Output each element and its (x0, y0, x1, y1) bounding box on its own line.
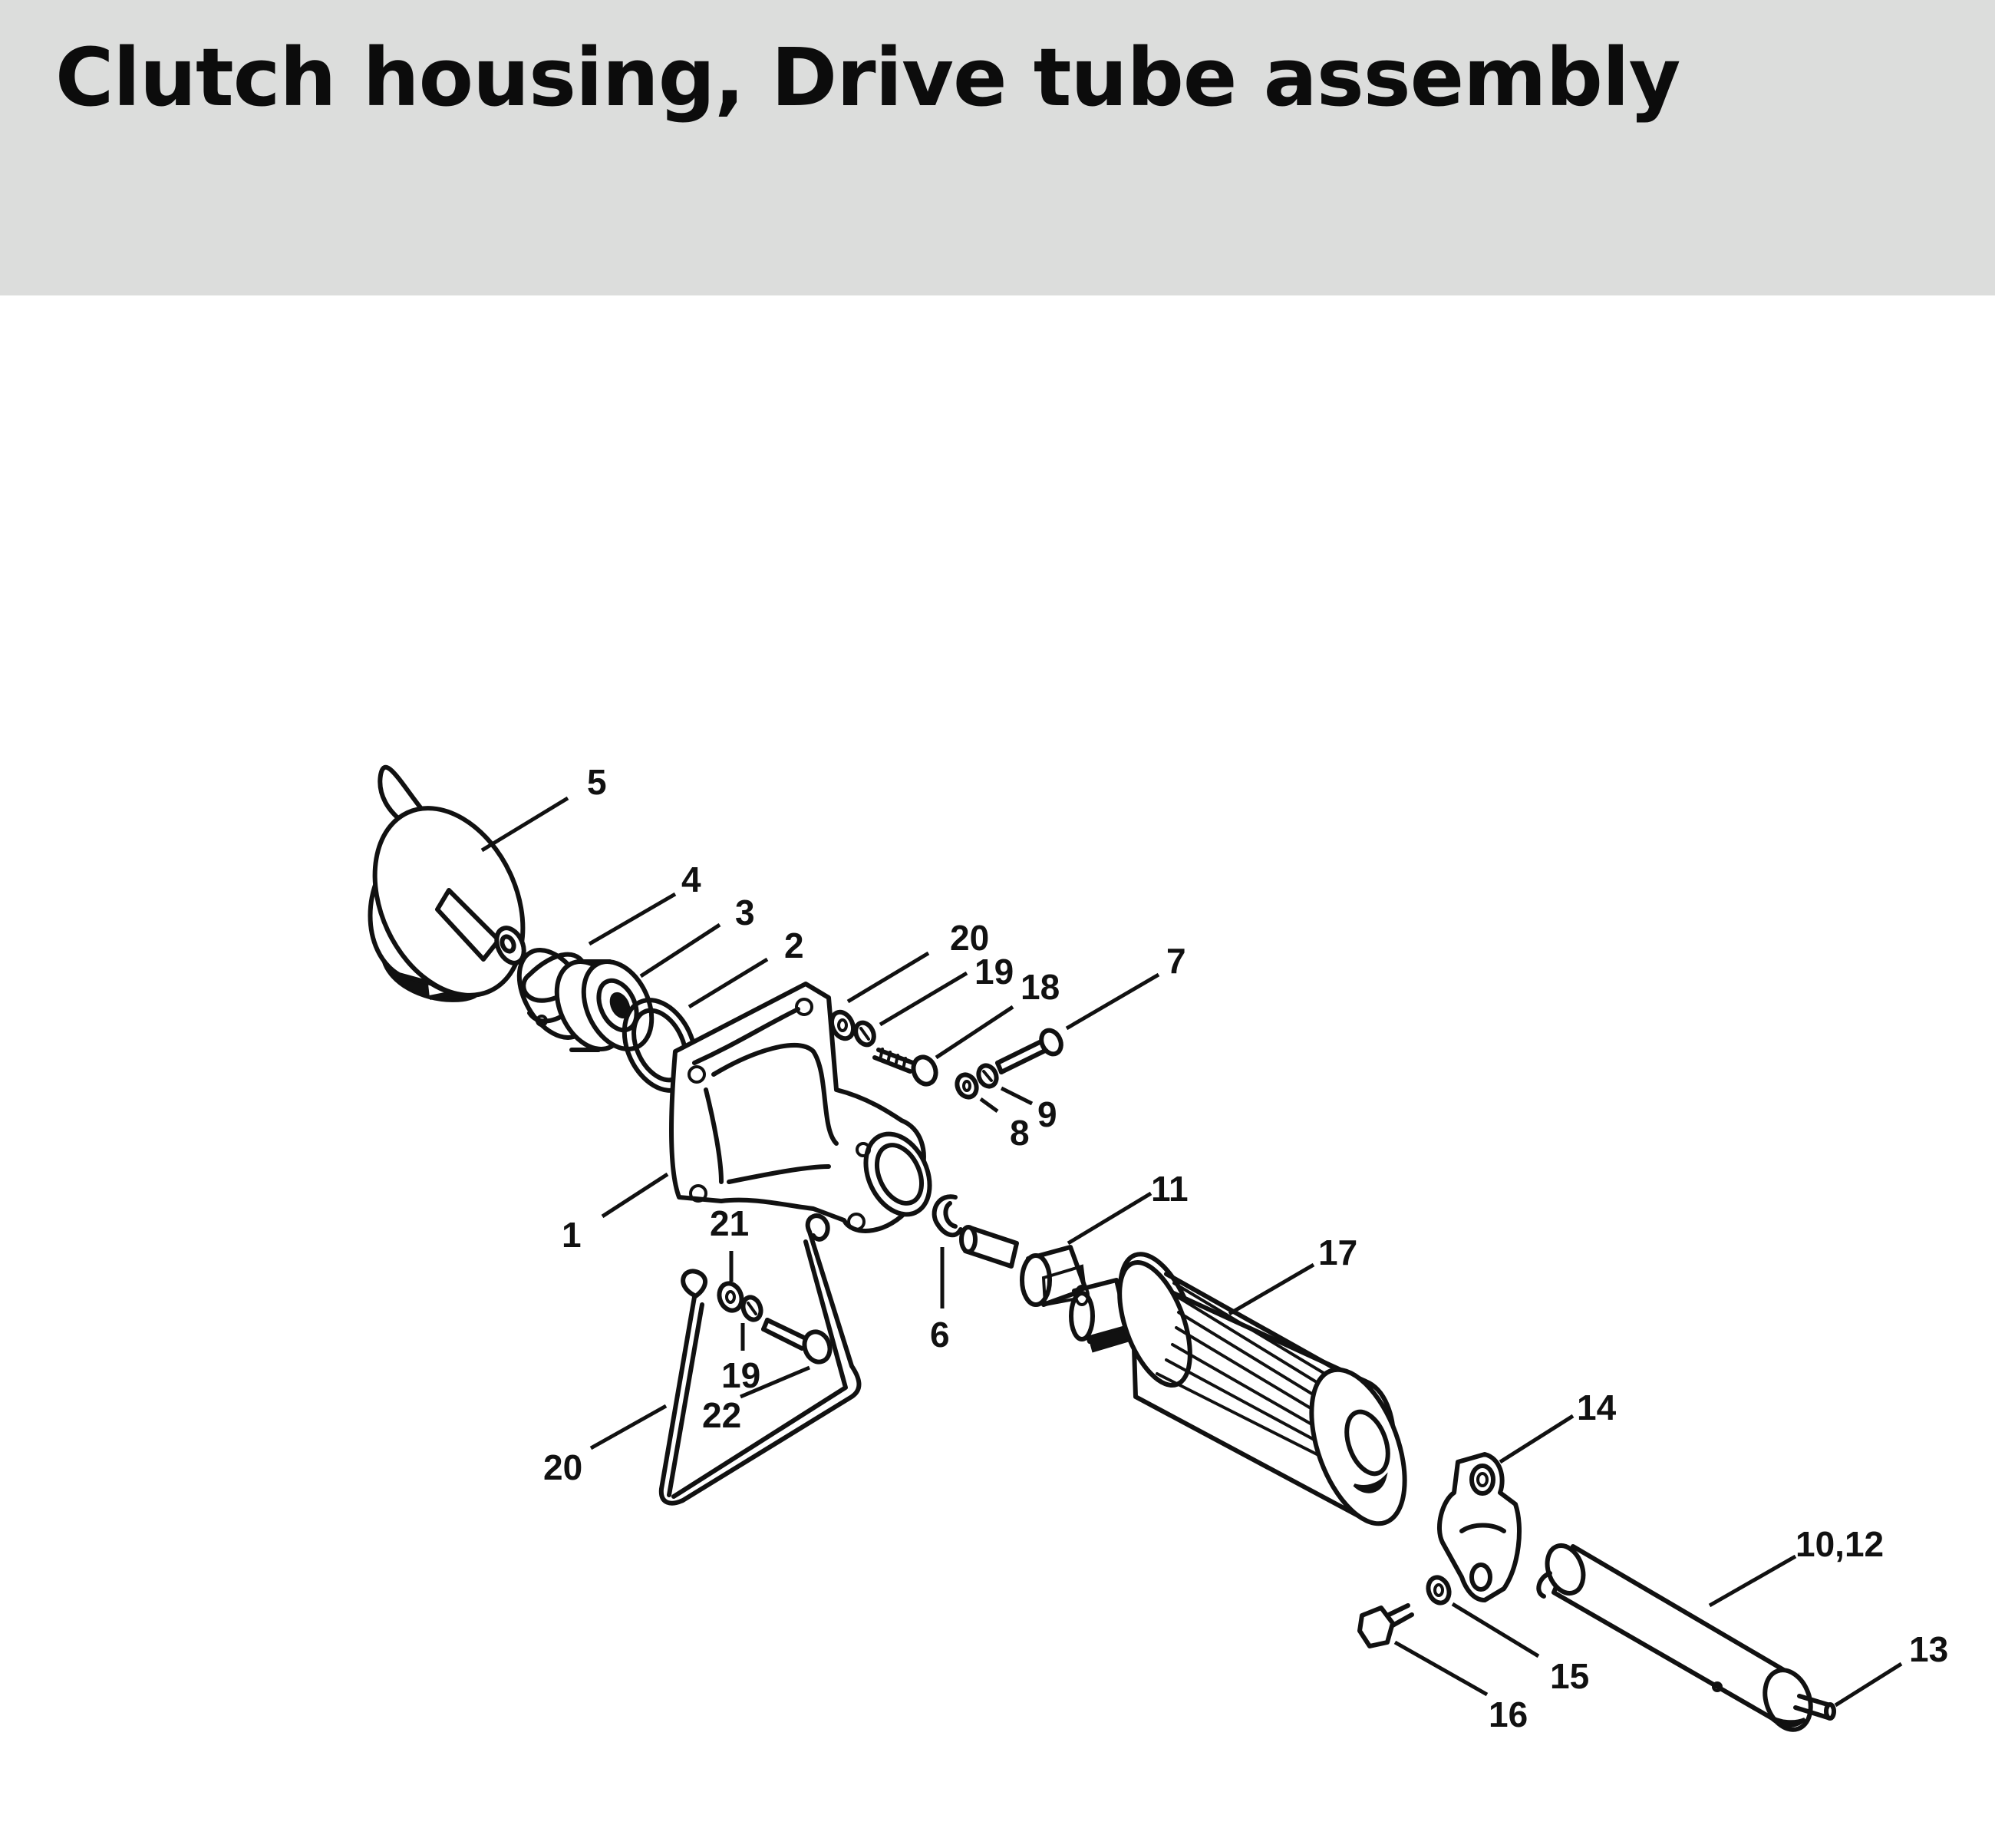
part-5-clutch-drum (368, 765, 526, 1002)
callout-20-upper: 20 (950, 918, 989, 958)
callout-6: 6 (930, 1315, 950, 1355)
header-bar: Clutch housing, Drive tube assembly (0, 0, 1995, 295)
callout-20-lower: 21 (710, 1203, 749, 1243)
callout-labels: 5 4 3 2 20 19 18 7 9 8 1 21 6 11 17 19 2… (543, 762, 1948, 1734)
callout-21: 20 (543, 1447, 582, 1487)
callout-9: 9 (1037, 1094, 1057, 1134)
callout-17: 17 (1318, 1233, 1357, 1272)
part-11-coupling-sleeve (1020, 1245, 1132, 1353)
callout-7: 7 (1166, 941, 1186, 981)
callout-5: 5 (587, 762, 607, 802)
part-22-bolt (761, 1318, 833, 1365)
part-9-lock-washer (976, 1063, 999, 1089)
part-16-bolt (1357, 1603, 1414, 1648)
callout-16: 16 (1489, 1695, 1528, 1734)
part-18-screw (872, 1048, 938, 1087)
callout-10-12: 10,12 (1796, 1524, 1884, 1564)
callout-19-upper: 19 (974, 952, 1014, 992)
part-15-washer (1426, 1575, 1452, 1605)
callout-18: 18 (1021, 967, 1060, 1007)
part-7-bolt (995, 1028, 1063, 1074)
callout-15: 15 (1550, 1656, 1589, 1696)
part-1-clutch-housing (669, 982, 932, 1233)
part-21-hanger-strap (658, 1213, 862, 1506)
part-6-circlip (932, 1194, 963, 1238)
part-3-ball-bearing (554, 959, 655, 1052)
leader-lines (480, 796, 1903, 1708)
callout-19-lower: 19 (721, 1355, 760, 1395)
callout-2: 2 (784, 926, 804, 965)
callout-3: 3 (735, 893, 755, 932)
part-20-washer-lower (717, 1281, 744, 1313)
callout-8: 8 (1010, 1113, 1030, 1153)
callout-11: 11 (1151, 1169, 1189, 1209)
part-10-12-drive-tube (1536, 1543, 1813, 1732)
part-14-clamp (1437, 1452, 1522, 1602)
callout-13: 13 (1909, 1629, 1948, 1669)
callout-14: 14 (1577, 1388, 1617, 1427)
part-19-lock-washer-upper (853, 1020, 876, 1048)
callout-4: 4 (681, 860, 701, 899)
page-title: Clutch housing, Drive tube assembly (55, 31, 1680, 124)
part-19-lock-washer-lower (740, 1295, 763, 1322)
callout-1: 1 (562, 1215, 582, 1255)
part-8-washer (955, 1072, 979, 1100)
part-17-grip-sleeve (1117, 1252, 1407, 1526)
part-13-drive-shaft (1793, 1694, 1836, 1721)
callout-22: 22 (702, 1395, 741, 1435)
part-20-washer-upper (829, 1009, 856, 1041)
drive-pin (959, 1225, 1019, 1269)
